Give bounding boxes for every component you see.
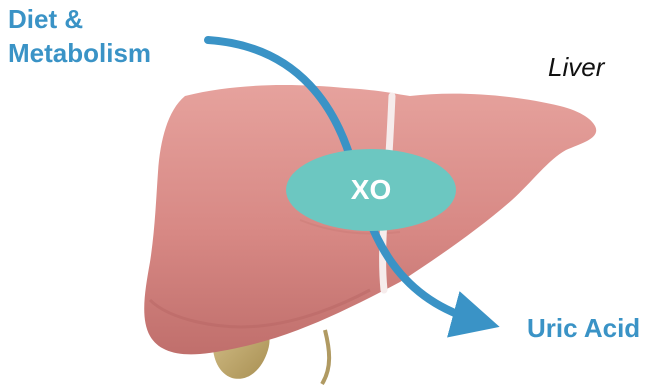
source-label-line1: Diet &: [8, 2, 208, 36]
enzyme-label: XO: [287, 150, 455, 230]
organ-label: Liver: [548, 52, 604, 83]
source-label: Diet & Metabolism: [8, 2, 208, 70]
product-label: Uric Acid: [527, 313, 640, 344]
source-label-line2: Metabolism: [8, 36, 208, 70]
